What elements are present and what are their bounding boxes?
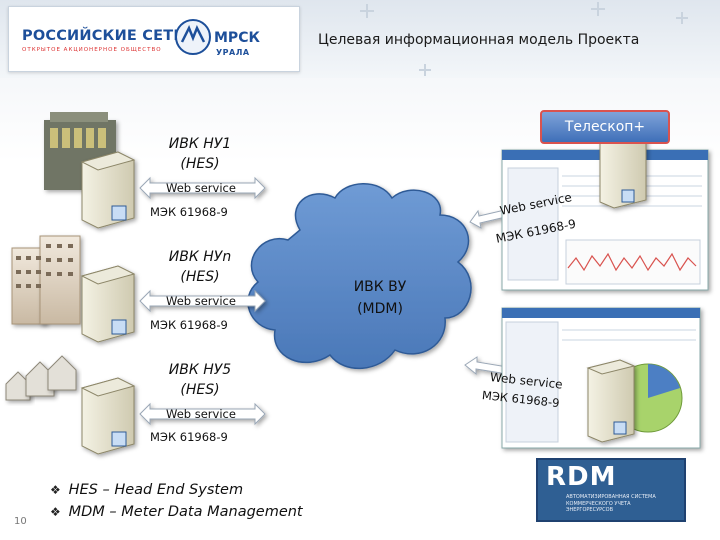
diamond-bullet-icon: ❖ xyxy=(50,505,61,519)
hes5-name: ИВК НУ5 xyxy=(168,362,232,378)
hes1-name: ИВК НУ1 xyxy=(168,136,232,152)
server-hes5-icon xyxy=(80,377,136,455)
company-logo: МРСК xyxy=(214,30,260,46)
building-hes5-icon xyxy=(5,355,77,401)
building-hesn-icon xyxy=(11,235,81,325)
hes1-type: (HES) xyxy=(180,156,220,172)
building-hes1-icon xyxy=(44,112,116,190)
page-number: 10 xyxy=(14,516,27,527)
hes5-service: Web service xyxy=(166,407,236,421)
legend-hes: ❖ HES – Head End System xyxy=(50,482,243,498)
legend-mdm: ❖ MDM – Meter Data Management xyxy=(50,504,303,520)
org-name: РОССИЙСКИЕ СЕТИ xyxy=(22,28,186,44)
hesn-service: Web service xyxy=(166,294,236,308)
server-hesn-icon xyxy=(80,265,136,343)
hesn-standard: МЭК 61968-9 xyxy=(150,318,228,332)
rdm-logo: RDM xyxy=(546,462,617,492)
legend-hes-text: HES – Head End System xyxy=(68,482,244,498)
rdm-description: АВТОМАТИЗИРОВАННАЯ СИСТЕМА КОММЕРЧЕСКОГО… xyxy=(566,494,656,513)
telescope-button[interactable]: Телескоп+ xyxy=(540,110,670,144)
logo-panel xyxy=(8,6,300,72)
mdm-cloud-label: ИВК ВУ (MDM) xyxy=(320,276,440,320)
mdm-name: ИВК ВУ xyxy=(353,279,407,295)
mdm-cloud xyxy=(247,183,472,369)
hesn-name: ИВК НУn xyxy=(168,249,232,265)
page-title: Целевая информационная модель Проекта xyxy=(318,32,640,48)
rdm-logo-panel xyxy=(536,458,686,522)
org-tagline: ОТКРЫТОЕ АКЦИОНЕРНОЕ ОБЩЕСТВО xyxy=(22,47,162,53)
legend-mdm-text: MDM – Meter Data Management xyxy=(68,504,303,520)
hes1-service: Web service xyxy=(166,181,236,195)
company-sub: УРАЛА xyxy=(216,48,250,57)
diamond-bullet-icon: ❖ xyxy=(50,483,61,497)
hesn-type: (HES) xyxy=(180,269,220,285)
rdm-screenshot xyxy=(501,307,701,449)
hes1-standard: МЭК 61968-9 xyxy=(150,205,228,219)
hes5-standard: МЭК 61968-9 xyxy=(150,430,228,444)
mrsk-emblem-icon xyxy=(175,19,211,55)
mdm-type: (MDM) xyxy=(357,301,403,317)
hes5-type: (HES) xyxy=(180,382,220,398)
server-rdm-icon xyxy=(586,359,636,443)
server-hes1-icon xyxy=(80,151,136,229)
left-arrows xyxy=(139,176,266,426)
